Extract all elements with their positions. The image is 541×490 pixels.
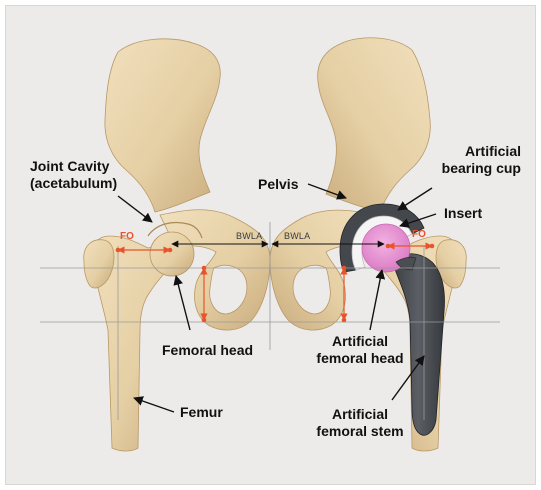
label-artificial-femoral-head: Artificial femoral head bbox=[300, 333, 420, 367]
callout-bearing-cup bbox=[398, 188, 432, 210]
fo-left-label: FO bbox=[120, 231, 134, 242]
callout-femur bbox=[134, 398, 174, 412]
bwla-right-label: BWLA bbox=[284, 231, 310, 241]
left-ilium bbox=[105, 39, 220, 212]
label-artificial-femoral-head-line2: femoral head bbox=[300, 350, 420, 367]
fo-right-label: FO bbox=[412, 229, 426, 240]
label-artificial-femoral-stem-line1: Artificial bbox=[300, 406, 420, 423]
label-joint-cavity-line1: Joint Cavity bbox=[30, 158, 117, 175]
label-artificial-femoral-stem-line2: femoral stem bbox=[300, 423, 420, 440]
label-femoral-head: Femoral head bbox=[162, 342, 253, 359]
label-femur: Femur bbox=[180, 404, 223, 421]
right-ilium bbox=[318, 38, 431, 212]
callout-joint-cavity bbox=[118, 196, 152, 222]
label-artificial-bearing-cup-line2: bearing cup bbox=[426, 160, 521, 177]
label-artificial-femoral-stem: Artificial femoral stem bbox=[300, 406, 420, 440]
callout-artificial-head bbox=[370, 270, 382, 330]
left-femoral-head bbox=[150, 232, 194, 276]
bwla-left-label: BWLA bbox=[236, 231, 262, 241]
label-pelvis: Pelvis bbox=[258, 176, 298, 193]
label-insert: Insert bbox=[444, 205, 482, 222]
label-joint-cavity-line2: (acetabulum) bbox=[30, 175, 117, 192]
label-joint-cavity: Joint Cavity (acetabulum) bbox=[30, 158, 117, 192]
label-artificial-bearing-cup-line1: Artificial bbox=[426, 143, 521, 160]
label-artificial-femoral-head-line1: Artificial bbox=[300, 333, 420, 350]
label-artificial-bearing-cup: Artificial bearing cup bbox=[426, 143, 521, 177]
